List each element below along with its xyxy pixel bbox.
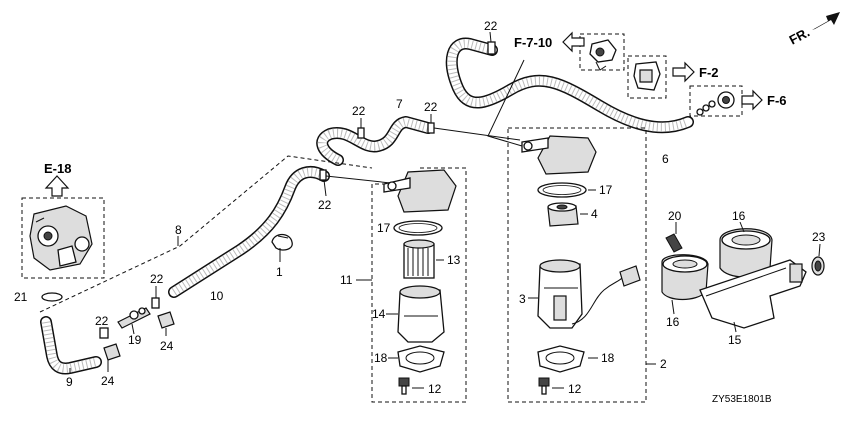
callout-3: 3	[519, 292, 526, 306]
callout-18-middle: 18	[374, 351, 388, 365]
ref-label-f710[interactable]: F-7-10	[514, 35, 552, 50]
bracket-clip-f710	[579, 33, 625, 71]
ref-arrow-left-f710[interactable]	[562, 31, 585, 53]
filter-assembly-11-frame	[356, 167, 467, 403]
filter-cover-right	[521, 135, 597, 175]
callout-22-hose10: 22	[318, 198, 332, 212]
hose-clip	[151, 297, 160, 309]
front-direction-marker: FR.	[787, 12, 840, 48]
clamp-24	[103, 343, 121, 361]
filter-cover-middle	[383, 169, 457, 213]
callout-13: 13	[447, 253, 461, 267]
ref-label-e18[interactable]: E-18	[44, 161, 71, 176]
callout-11: 11	[340, 273, 353, 287]
callout-22-hose7-left: 22	[352, 104, 366, 118]
callout-17-middle: 17	[377, 221, 391, 235]
bracket-15	[699, 259, 807, 329]
callout-12-right: 12	[568, 382, 582, 396]
holder-16-top	[719, 228, 773, 278]
callout-14: 14	[372, 307, 386, 321]
callout-1: 1	[276, 265, 283, 279]
ref-label-f2[interactable]: F-2	[699, 65, 719, 80]
callout-22-top: 22	[484, 19, 498, 33]
callout-16-bottom: 16	[666, 315, 680, 329]
diagram-code: ZY53E1801B	[712, 394, 772, 405]
ring-nut-18	[537, 345, 585, 373]
bolt-12	[538, 377, 550, 395]
fr-label: FR.	[787, 24, 813, 47]
callout-24-left: 24	[101, 374, 115, 388]
callout-23: 23	[812, 230, 826, 244]
callout-17-right: 17	[599, 183, 613, 197]
callout-8: 8	[175, 223, 182, 237]
callout-labels: 1 2 3 4 6 7 8 9 10 11 12 12 13 14 15 16 …	[14, 19, 826, 396]
fr-arrow-icon	[812, 12, 840, 30]
callout-22-joint: 22	[150, 272, 164, 286]
grommet-23	[811, 256, 825, 276]
filter-cup-14	[397, 285, 445, 343]
ref-arrow-right-f2[interactable]	[672, 61, 695, 83]
holder-16-bottom	[661, 254, 709, 301]
hose-clip	[427, 122, 435, 134]
ref-arrow-up-e18[interactable]	[44, 175, 70, 197]
callout-19: 19	[128, 333, 142, 347]
hose-clip	[319, 169, 327, 181]
callout-22-left: 22	[95, 314, 109, 328]
callout-7: 7	[396, 97, 403, 111]
callout-6: 6	[662, 152, 669, 166]
sensor-wire	[571, 265, 641, 325]
ring-nut-18	[397, 345, 445, 373]
callout-12-middle: 12	[428, 382, 442, 396]
float-4	[547, 202, 579, 227]
hose-7	[316, 116, 434, 166]
callout-18-right: 18	[601, 351, 615, 365]
filter-element-13	[403, 239, 435, 279]
ref-label-f6[interactable]: F-6	[767, 93, 787, 108]
hose-clip	[99, 327, 109, 339]
hose-clamp-1	[271, 233, 293, 251]
hose-clip	[357, 127, 365, 139]
ref-arrow-right-f6[interactable]	[741, 89, 763, 111]
bracket-clip-f6	[689, 85, 743, 117]
callout-22-hose7-right: 22	[424, 100, 438, 114]
hose-clip	[487, 41, 496, 55]
callout-24-middle: 24	[160, 339, 174, 353]
clip-21	[41, 292, 63, 302]
clamp-24	[157, 311, 175, 329]
bracket-clip-f2	[627, 55, 667, 99]
fuel-pump-e18	[21, 197, 105, 279]
joint-19	[117, 307, 151, 329]
callout-10: 10	[210, 289, 224, 303]
filter-assembly-2-frame	[507, 127, 656, 403]
callout-21: 21	[14, 290, 28, 304]
callout-15: 15	[728, 333, 742, 347]
callout-9: 9	[66, 375, 73, 389]
callout-4: 4	[591, 207, 598, 221]
callout-20: 20	[668, 209, 682, 223]
callout-2: 2	[660, 357, 667, 371]
hose-9	[40, 316, 102, 375]
callout-16-top: 16	[732, 209, 746, 223]
water-separator-cup-3	[537, 259, 583, 329]
bolt-12	[398, 377, 410, 395]
hose-10	[168, 166, 330, 298]
bolt-20	[665, 222, 683, 253]
